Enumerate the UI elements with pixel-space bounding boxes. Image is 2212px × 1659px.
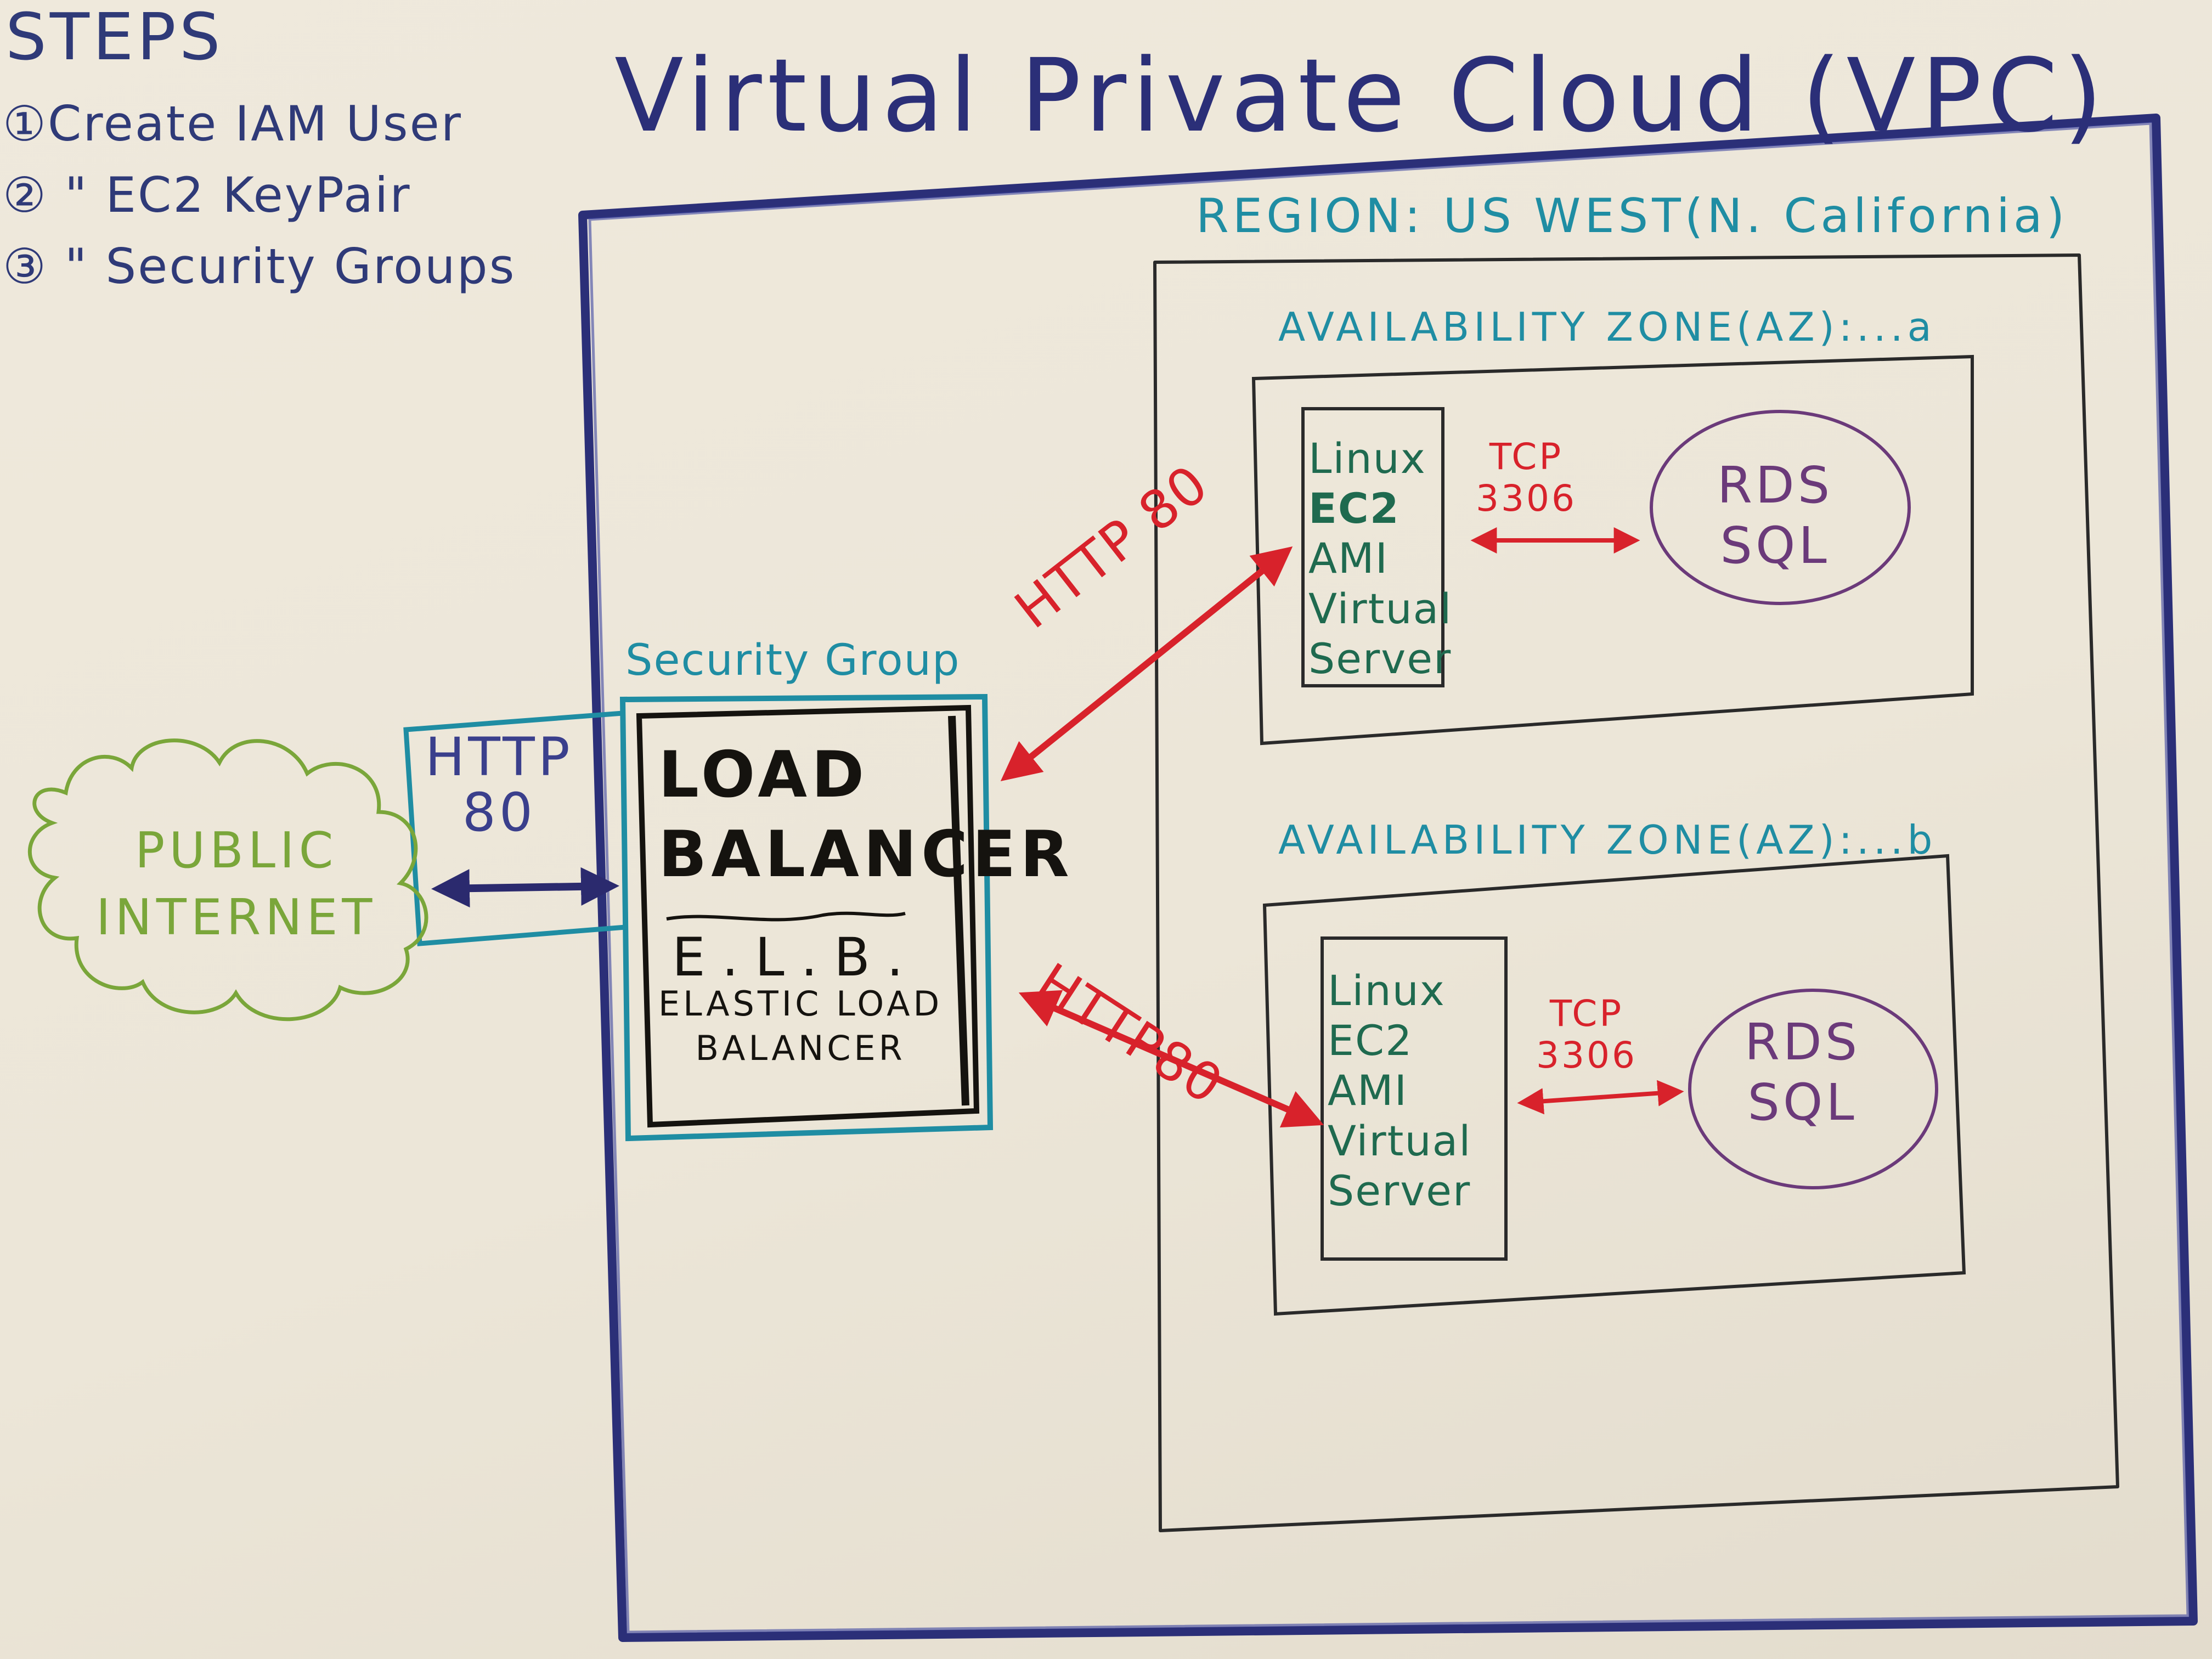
internet-arrow: [431, 867, 619, 908]
http-arrow-a: [1000, 546, 1293, 782]
internet-cloud: [27, 738, 428, 1022]
load-balancer-box: [636, 704, 980, 1128]
vpc-boundary: [578, 114, 2198, 1642]
security-group-label: Security Group: [625, 636, 961, 685]
tcp-b-arrow: [1517, 1080, 1684, 1115]
az-a-label: AVAILABILITY ZONE(AZ):...a: [1278, 304, 1936, 350]
step-item: ② " EC2 KeyPair: [3, 167, 411, 223]
az-b-box: [1262, 854, 1966, 1316]
elb-short-label: E.L.B.: [672, 927, 920, 988]
http-arrow-b: [1018, 990, 1324, 1128]
step-item: ③ " Security Groups: [3, 238, 516, 295]
region-label: REGION: US WEST(N. California): [1196, 189, 2069, 244]
http-in-box: [403, 710, 628, 946]
az-b-label: AVAILABILITY ZONE(AZ):...b: [1278, 817, 1937, 863]
security-group-box: [619, 693, 994, 1142]
ec2-a-box: [1301, 407, 1444, 687]
rds-a-circle: [1650, 410, 1911, 605]
steps-title: STEPS: [5, 0, 224, 75]
step-item: ①Create IAM User: [3, 95, 462, 152]
rds-b-circle: [1688, 989, 1938, 1189]
vpc-title: Virtual Private Cloud (VPC): [614, 37, 2108, 155]
